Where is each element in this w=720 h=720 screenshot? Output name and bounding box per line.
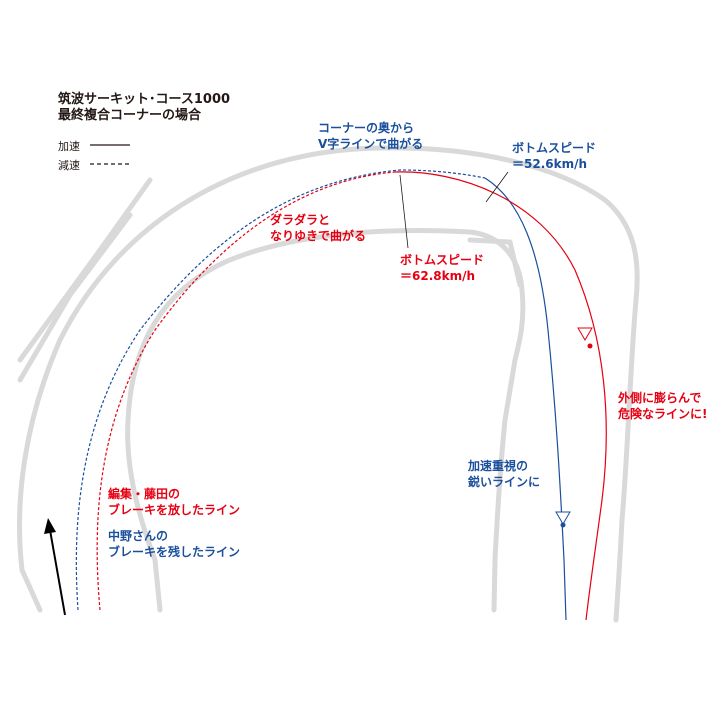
annotation-red-bottom-2: ＝62.8km/h — [400, 269, 476, 283]
annotation-red-line-1: 編集・藤田の — [108, 487, 181, 501]
annotation-red-line-2: ブレーキを放したライン — [108, 503, 241, 517]
red-line-decel — [96, 171, 396, 611]
blue-line-accel — [484, 177, 567, 621]
red-line-accel — [394, 171, 607, 621]
annotation-blue-accel-1: 加速重視の — [468, 459, 529, 473]
title-line-2: 最終複合コーナーの場合 — [58, 108, 202, 123]
leader-red-bottom — [399, 174, 409, 249]
annotation-blue-line-2: ブレーキを残したライン — [108, 545, 241, 559]
track-inner-edge — [125, 228, 526, 613]
track-left-branch-1 — [17, 177, 153, 363]
blue-line-decel — [75, 169, 486, 611]
annotation-red-bottom-1: ボトムスピード — [400, 253, 485, 267]
annotation-blue-accel-2: 鋭いラインに — [468, 475, 541, 489]
annotation-blue-line-1: 中野さんの — [108, 529, 169, 543]
annotation-red-dara-1: ダラダラと — [270, 213, 331, 227]
legend-accel-label: 加速 — [58, 140, 80, 153]
red-marker — [577, 327, 593, 349]
blue-marker — [555, 511, 571, 528]
track-outer-edge — [17, 145, 640, 623]
leader-blue-bottom — [485, 171, 509, 203]
annotation-red-dara-2: なりゆきで曲がる — [270, 229, 367, 243]
direction-arrow-icon — [44, 518, 66, 616]
track-inner-divider — [467, 237, 523, 288]
annotation-red-outside-1: 外側に膨らんで — [618, 391, 702, 405]
annotation-blue-bottom-1: ボトムスピード — [512, 141, 597, 155]
annotation-red-outside-2: 危険なラインに! — [618, 407, 708, 421]
annotation-blue-bottom-2: ＝52.6km/h — [512, 157, 588, 171]
annotation-blue-corner-1: コーナーの奥から — [318, 121, 415, 135]
legend-decel-label: 減速 — [58, 159, 80, 172]
track-left-branch-2 — [17, 212, 133, 383]
annotation-blue-corner-2: V字ラインで曲がる — [318, 137, 424, 151]
title-line-1: 筑波サーキット･コース1000 — [58, 92, 231, 107]
